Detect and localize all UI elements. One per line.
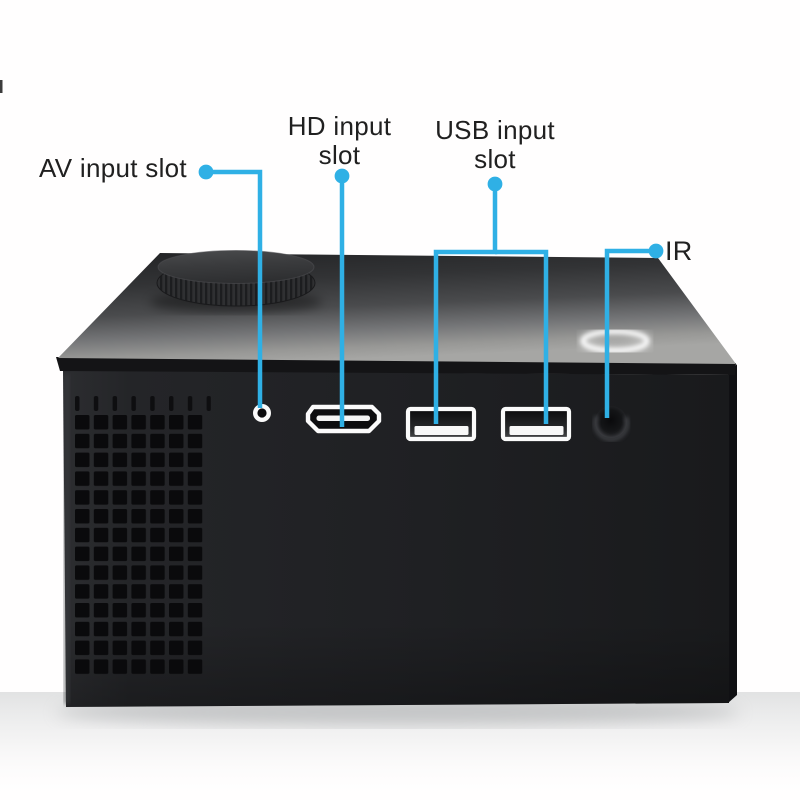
usb-port-2 bbox=[500, 406, 572, 442]
callout-dots bbox=[198, 164, 664, 259]
ir-callout-line bbox=[604, 248, 656, 418]
ir-callout-dot bbox=[648, 243, 664, 259]
front-left-edge-highlight bbox=[64, 374, 70, 704]
power-touch-ring bbox=[578, 326, 652, 356]
callout-lines bbox=[206, 169, 656, 427]
label-hd-input-slot: HD input slot bbox=[287, 111, 392, 170]
ventilation-grille bbox=[74, 396, 211, 675]
usb-callout-dot bbox=[487, 176, 503, 192]
vent-hole-grid bbox=[75, 415, 203, 675]
focus-knob-top bbox=[157, 250, 315, 284]
usb-callout-line-right bbox=[495, 249, 549, 424]
power-ring bbox=[580, 329, 650, 353]
label-ir: IR bbox=[665, 236, 693, 266]
av-callout-dot bbox=[198, 164, 214, 180]
usb-port-2-tongue bbox=[509, 426, 564, 435]
photo-edge-artifact bbox=[0, 80, 3, 93]
usb-port-1 bbox=[405, 406, 477, 442]
label-usb-input-slot: USB input slot bbox=[435, 115, 555, 174]
ir-receiver bbox=[593, 406, 629, 441]
usb-callout-line-left bbox=[433, 187, 498, 424]
ir-receiver-rim-highlight bbox=[593, 415, 629, 441]
ir-receiver-lens bbox=[595, 406, 627, 438]
usb-port-1-tongue bbox=[414, 426, 469, 435]
hd-callout-dot bbox=[334, 168, 350, 184]
focus-knob bbox=[150, 250, 322, 313]
port-row bbox=[252, 404, 629, 442]
label-av-input-slot: AV input slot bbox=[39, 153, 187, 183]
vent-teeth-row bbox=[74, 396, 211, 411]
projector-right-face bbox=[728, 364, 737, 703]
av-jack-port bbox=[252, 404, 271, 423]
projector-front-face-shading bbox=[63, 370, 729, 707]
av-callout-line bbox=[206, 169, 263, 408]
